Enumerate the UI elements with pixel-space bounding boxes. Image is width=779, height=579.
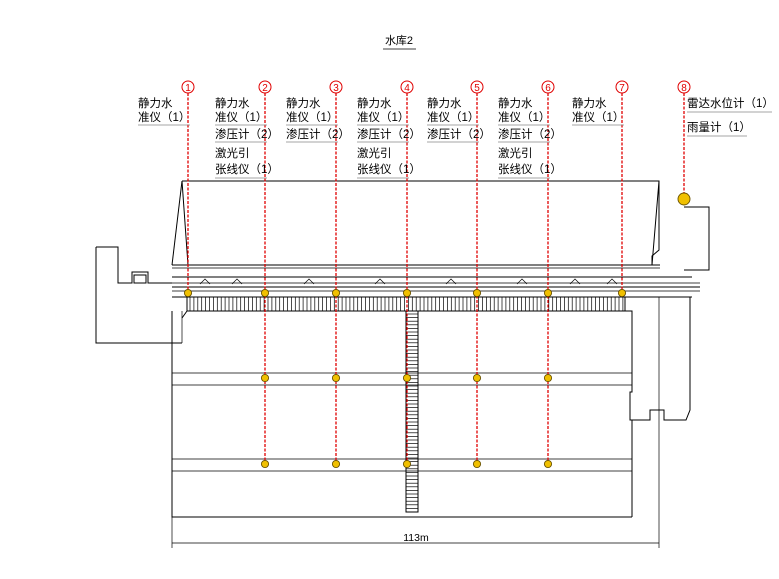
sensor-dot <box>677 192 691 206</box>
sensor-dot <box>331 288 341 298</box>
instrument-label: 准仪（1） <box>138 111 190 124</box>
instrument-label: 张线仪（1） <box>498 162 562 176</box>
instrument-label: 准仪（1） <box>427 111 479 124</box>
sensor-dot <box>617 288 627 298</box>
deck-marker <box>606 278 618 285</box>
instrument-label: 渗压计（2） <box>215 127 279 141</box>
column-number: 1 <box>185 83 191 94</box>
instrument-label: 雷达水位计（1） <box>687 96 774 110</box>
instrument-columns: 1静力水准仪（1）2静力水准仪（1）渗压计（2）激光引张线仪（1）3静力水准仪（… <box>138 80 774 469</box>
instrument-label: 静力水 <box>498 96 533 110</box>
sensor-dot <box>260 288 270 298</box>
column-number: 3 <box>333 83 339 94</box>
deck-marker <box>445 278 457 285</box>
dam-structure <box>95 180 710 518</box>
instrument-label: 准仪（1） <box>215 111 267 124</box>
instrument-label: 静力水 <box>572 96 607 110</box>
instrument-label: 静力水 <box>286 96 321 110</box>
column-number: 6 <box>545 83 551 94</box>
deck-marker <box>374 278 386 285</box>
sensor-dot <box>402 459 412 469</box>
instrument-label: 渗压计（2） <box>498 127 562 141</box>
instrument-label: 静力水 <box>427 96 462 110</box>
deck-marker <box>303 278 315 285</box>
instrument-label: 静力水 <box>138 96 173 110</box>
column-number: 7 <box>619 83 625 94</box>
column-number: 5 <box>474 83 480 94</box>
length-label: 113m <box>403 532 429 544</box>
instrument-label: 激光引 <box>498 146 533 160</box>
deck-markers <box>199 278 618 285</box>
sensor-dot <box>472 288 482 298</box>
sensor-dot <box>402 288 412 298</box>
sensor-dot <box>543 288 553 298</box>
instrument-label: 激光引 <box>215 146 250 160</box>
sensor-dot <box>260 459 270 469</box>
length-dimension: 113m <box>171 297 660 548</box>
sensor-dot <box>331 459 341 469</box>
instrument-label: 激光引 <box>357 146 392 160</box>
instrument-label: 渗压计（2） <box>357 127 421 141</box>
sensor-dot <box>260 373 270 383</box>
column-number: 4 <box>404 83 410 94</box>
diagram-title: 水库2 <box>385 34 413 47</box>
instrument-label: 张线仪（1） <box>215 162 279 176</box>
instrument-label: 渗压计（2） <box>286 127 350 141</box>
instrument-label: 准仪（1） <box>286 111 338 124</box>
column-number: 2 <box>262 83 268 94</box>
sensor-dot <box>543 373 553 383</box>
instrument-label: 张线仪（1） <box>357 162 421 176</box>
deck-marker <box>231 278 243 285</box>
instrument-label: 静力水 <box>357 96 392 110</box>
instrument-label: 准仪（1） <box>498 111 550 124</box>
deck-marker <box>199 278 211 285</box>
stair-shaft <box>406 313 418 509</box>
instrument-label: 静力水 <box>215 96 250 110</box>
instrument-label: 准仪（1） <box>572 111 624 124</box>
instrument-label: 准仪（1） <box>357 111 409 124</box>
sensor-dot <box>543 459 553 469</box>
column-number: 8 <box>681 83 687 94</box>
sensor-dot <box>183 288 193 298</box>
deck-marker <box>516 278 528 285</box>
sensor-dot <box>472 459 482 469</box>
sensor-dot <box>472 373 482 383</box>
sensor-dot <box>331 373 341 383</box>
roadway-hatch <box>189 297 624 311</box>
sensor-dot <box>402 373 412 383</box>
instrument-label: 雨量计（1） <box>687 121 751 134</box>
deck-marker <box>569 278 581 285</box>
instrument-label: 渗压计（2） <box>427 127 491 141</box>
